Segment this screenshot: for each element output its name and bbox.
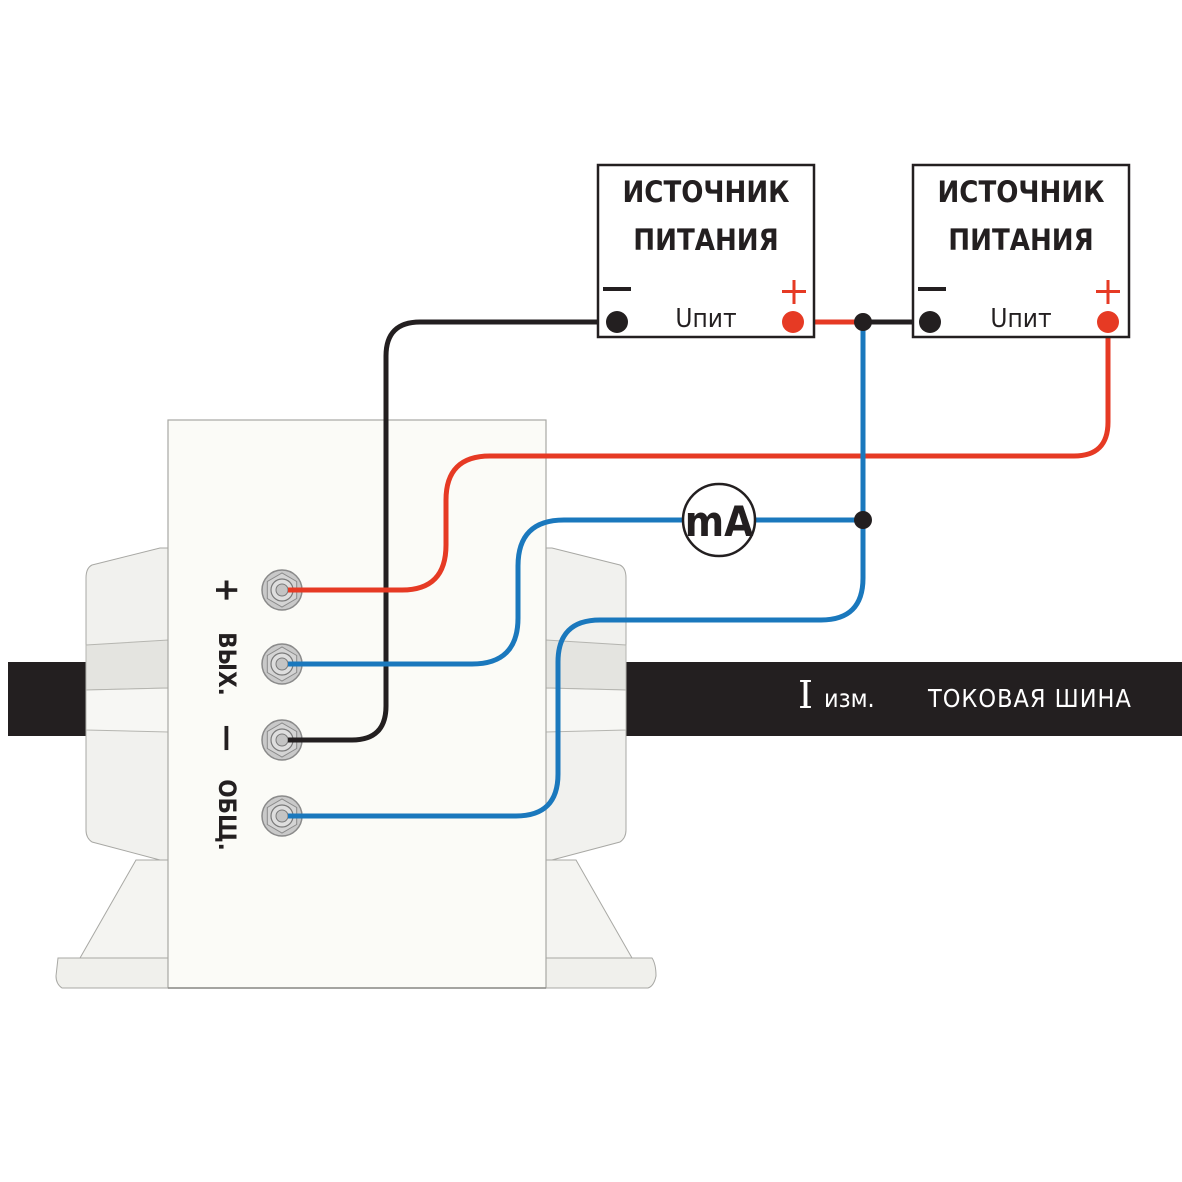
- terminal-label-out: ВЫХ.: [213, 632, 241, 696]
- terminals: [261, 569, 303, 837]
- psu1-minus-terminal: [606, 311, 628, 333]
- ammeter: mA: [681, 482, 757, 558]
- wire-common: [288, 322, 866, 819]
- psu2-title-line1: ИСТОЧНИК: [937, 175, 1104, 209]
- psu2-plus-sign: [1096, 280, 1120, 304]
- bus-current-label: изм.: [824, 684, 875, 713]
- psu1-title-line2: ПИТАНИЯ: [633, 223, 778, 257]
- psu2-minus-sign: [918, 287, 946, 291]
- psu1-plus-sign: [782, 280, 806, 304]
- terminal-3: [261, 719, 303, 761]
- terminal-4: [261, 795, 303, 837]
- terminal-labels: + ВЫХ. — ОБЩ.: [207, 577, 247, 851]
- psu2-title-line2: ПИТАНИЯ: [948, 223, 1093, 257]
- ammeter-label: mA: [685, 497, 754, 546]
- psu2-voltage-label: Uпит: [990, 304, 1051, 334]
- sensor-right-flange: [545, 547, 657, 989]
- psu1-voltage-label: Uпит: [675, 304, 736, 334]
- psu1-minus-sign: [603, 287, 631, 291]
- psu2-plus-terminal: [1097, 311, 1119, 333]
- junction-dot-top: [854, 313, 872, 331]
- power-supply-1: ИСТОЧНИК ПИТАНИЯ Uпит: [596, 163, 816, 339]
- psu2-minus-terminal: [919, 311, 941, 333]
- psu1-plus-terminal: [782, 311, 804, 333]
- junction-dot-meter: [854, 511, 872, 529]
- terminal-label-plus: +: [207, 577, 247, 603]
- bus-name-label: ТОКОВАЯ ШИНА: [927, 684, 1132, 713]
- wire-negative: [288, 319, 617, 743]
- terminal-label-common: ОБЩ.: [213, 779, 241, 851]
- bus-current-symbol: I: [798, 673, 813, 717]
- terminal-label-minus: —: [210, 725, 245, 752]
- wire-positive: [288, 322, 1111, 593]
- psu1-title-line1: ИСТОЧНИК: [622, 175, 789, 209]
- power-supply-2: ИСТОЧНИК ПИТАНИЯ Uпит: [911, 163, 1131, 339]
- sensor-body: [167, 419, 547, 989]
- terminal-1: [261, 569, 303, 611]
- terminal-2: [261, 643, 303, 685]
- bus-label: I изм. ТОКОВАЯ ШИНА: [798, 673, 1132, 717]
- wire-output: [288, 517, 863, 667]
- sensor-left-flange: [55, 547, 169, 989]
